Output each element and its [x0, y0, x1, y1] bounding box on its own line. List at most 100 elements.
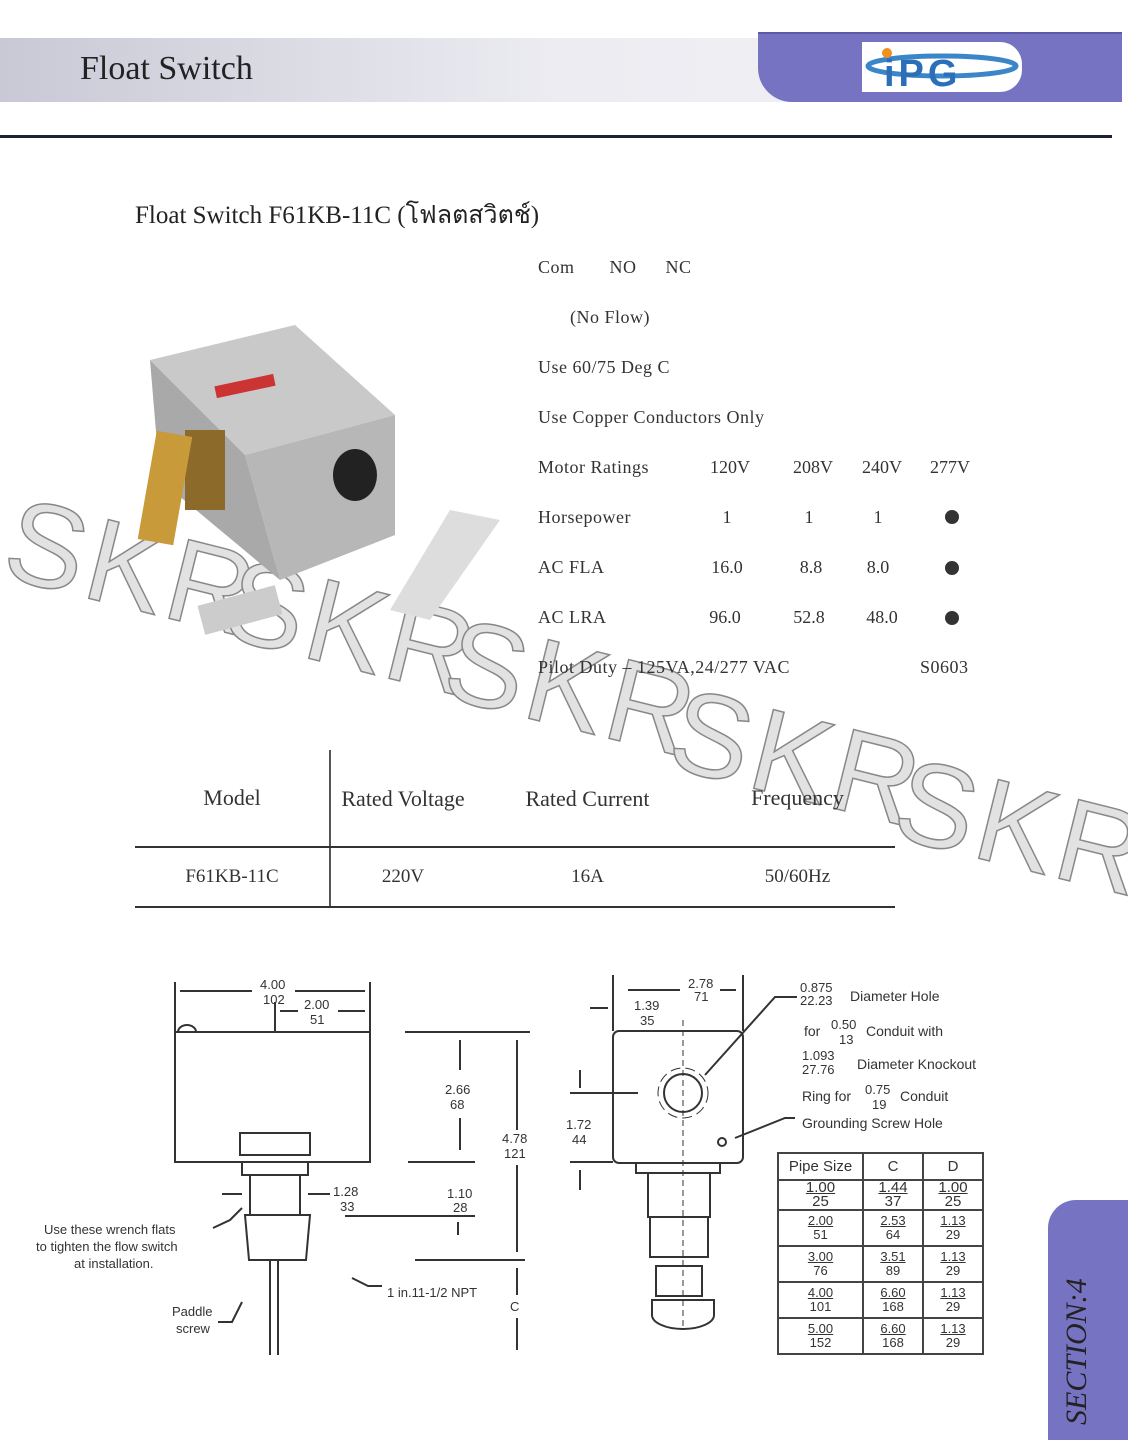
- row-label: AC LRA: [538, 607, 607, 627]
- cell: 16.0: [711, 557, 743, 577]
- dim: 51: [310, 1012, 324, 1027]
- inch-value: 1.13: [940, 1249, 966, 1264]
- row-label: Horsepower: [538, 507, 631, 527]
- dim: 4.00: [260, 977, 285, 992]
- wrench-note: to tighten the flow switch: [36, 1239, 178, 1254]
- mm-value: 152: [809, 1335, 832, 1350]
- cell: 1: [804, 507, 814, 527]
- paddle-note: screw: [176, 1321, 211, 1336]
- note: 0.875: [800, 980, 833, 995]
- mm-value: 76: [813, 1263, 828, 1278]
- note: Ring for: [802, 1088, 851, 1104]
- dim: 44: [572, 1132, 586, 1147]
- c-label: C: [510, 1299, 519, 1314]
- inch-value: 1.13: [940, 1285, 966, 1300]
- dim: 68: [450, 1097, 464, 1112]
- mm-value: 168: [882, 1335, 904, 1350]
- header-c: C: [862, 1152, 924, 1181]
- cell: 96.0: [709, 607, 741, 627]
- contacts-label: Com NO NC: [538, 257, 692, 278]
- watermark: SKR: [882, 732, 1128, 923]
- contact-com: Com: [538, 257, 575, 277]
- ipg-logo: iPG: [862, 42, 1022, 95]
- mm-value: 64: [885, 1227, 901, 1242]
- dim: 121: [504, 1146, 526, 1161]
- dim: 1.72: [566, 1117, 591, 1132]
- dim: 33: [340, 1199, 354, 1214]
- dot-marker: [945, 611, 959, 625]
- side-view-drawing: 2.78 71 1.39 35 1.72 44 0.875 22.23 Diam…: [566, 975, 976, 1330]
- col-240v: 240V: [862, 457, 902, 477]
- cell-current: 16A: [475, 847, 700, 908]
- inch-value: 6.60: [880, 1321, 906, 1336]
- inch-value: 3.51: [880, 1249, 906, 1264]
- dot-marker: [945, 510, 959, 524]
- inch-value: 1.00: [938, 1179, 968, 1196]
- dim: 1.28: [333, 1184, 358, 1199]
- note: 27.76: [802, 1062, 835, 1077]
- mm-value: 29: [945, 1299, 961, 1314]
- dim: 2.78: [688, 976, 713, 991]
- inch-value: 1.13: [940, 1321, 966, 1336]
- contact-nc: NC: [665, 257, 692, 277]
- note: 1.093: [802, 1048, 835, 1063]
- wrench-note: Use these wrench flats: [44, 1222, 176, 1237]
- note: Diameter Knockout: [857, 1056, 976, 1072]
- svg-text:iPG: iPG: [884, 53, 961, 92]
- section-label: SECTION:4: [1060, 1278, 1093, 1425]
- mm-value: 29: [945, 1263, 961, 1278]
- contact-no: NO: [609, 257, 637, 277]
- dot-marker: [945, 561, 959, 575]
- product-title: Float Switch F61KB-11C (โฟลตสวิตช์): [135, 202, 540, 229]
- header-title: Float Switch: [80, 50, 253, 87]
- mm-value: 168: [882, 1299, 904, 1314]
- col-120v: 120V: [710, 457, 750, 477]
- cell: 1: [873, 507, 883, 527]
- dim: 102: [263, 992, 285, 1007]
- dim: 1.10: [447, 1186, 472, 1201]
- mm-value: 25: [812, 1193, 829, 1210]
- model-table: Model Rated Voltage Rated Current Freque…: [135, 750, 895, 908]
- note: Diameter Hole: [850, 988, 940, 1004]
- wrench-note: at installation.: [74, 1256, 154, 1271]
- cell-frequency: 50/60Hz: [700, 847, 895, 908]
- note: 19: [872, 1097, 886, 1112]
- note: 22.23: [800, 993, 833, 1008]
- inch-value: 1.00: [805, 1179, 836, 1196]
- product-photo: [100, 320, 520, 660]
- inch-value: 5.00: [807, 1321, 834, 1336]
- note: Grounding Screw Hole: [802, 1115, 943, 1131]
- cell: 1: [722, 507, 732, 527]
- cell: 8.0: [866, 557, 890, 577]
- inch-value: 1.44: [878, 1179, 908, 1196]
- dim: 35: [640, 1013, 654, 1028]
- mm-value: 29: [945, 1227, 961, 1242]
- row-label: AC FLA: [538, 557, 605, 577]
- cell: 48.0: [866, 607, 898, 627]
- cell: 8.8: [799, 557, 823, 577]
- section-tab: SECTION:4: [1048, 1200, 1128, 1440]
- mm-value: 51: [813, 1227, 828, 1242]
- note: for: [804, 1023, 821, 1039]
- copper-note: Use Copper Conductors Only: [538, 407, 765, 427]
- inch-value: 6.60: [880, 1285, 906, 1300]
- inch-value: 2.00: [807, 1213, 834, 1228]
- header-rule: [0, 135, 1112, 138]
- header-frequency: Frequency: [700, 750, 895, 848]
